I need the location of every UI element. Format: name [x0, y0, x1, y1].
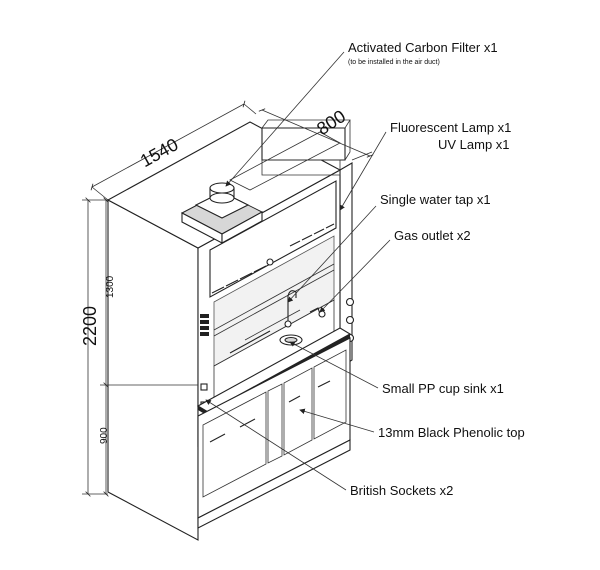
socket-1: [200, 383, 208, 391]
leader-lines: [205, 51, 391, 491]
dimension-lines: [82, 100, 374, 497]
fume-hood-body: [106, 119, 355, 541]
fluorescent-lamp-label: Fluorescent Lamp x1: [390, 120, 511, 135]
carbon-filter-note: (to be installed in the air duct): [348, 59, 440, 66]
lower-dimension-label: 900: [99, 427, 110, 444]
door-1: [202, 391, 267, 498]
water-tap: [284, 290, 297, 328]
sockets-label: British Sockets x2: [350, 483, 453, 498]
header-indicator: [266, 258, 274, 266]
upper-dimension-label: 1300: [105, 275, 116, 298]
door-2: [283, 367, 313, 456]
air-duct-collar: [209, 182, 235, 194]
cup-sink-label: Small PP cup sink x1: [382, 381, 504, 396]
control-panel: [200, 314, 209, 336]
water-tap-label: Single water tap x1: [380, 192, 491, 207]
height-dimension-label: 2200: [80, 306, 100, 346]
door-3: [313, 349, 347, 440]
carbon-filter-label: Activated Carbon Filter x1: [348, 40, 498, 55]
front-header: [209, 180, 337, 298]
gas-outlet-label: Gas outlet x2: [394, 228, 471, 243]
plinth: [197, 439, 351, 529]
door-handle: [209, 433, 226, 443]
header-vents: [211, 223, 335, 294]
uv-lamp-label: UV Lamp x1: [438, 137, 510, 152]
phenolic-top-label: 13mm Black Phenolic top: [378, 425, 525, 440]
left-side-panel: [107, 199, 199, 541]
